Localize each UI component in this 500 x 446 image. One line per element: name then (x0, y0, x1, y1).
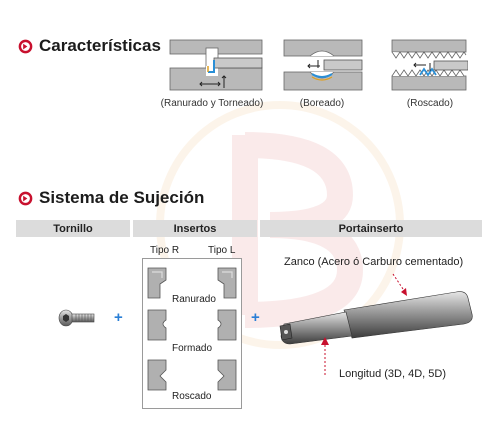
insert-row-grooving: Ranurado (172, 294, 216, 305)
insert-grooving-r (147, 267, 167, 299)
shank-arrow (392, 273, 407, 296)
plus-sign-2: + (251, 309, 260, 326)
length-label: Longitud (3D, 4D, 5D) (339, 368, 446, 380)
insert-row-threading: Roscado (172, 391, 212, 402)
characteristics-title: Características (18, 36, 161, 56)
threading-figure (391, 39, 468, 91)
type-r-label: Tipo R (150, 245, 180, 256)
insert-forming-l (217, 309, 237, 341)
clamping-title: Sistema de Sujeción (18, 188, 204, 208)
grooving-caption: (Ranurado y Torneado) (160, 98, 264, 109)
grooving-figure (169, 39, 263, 91)
threading-caption: (Roscado) (406, 98, 454, 109)
header-screw: Tornillo (16, 220, 130, 237)
plus-sign-1: + (114, 309, 123, 326)
insert-threading-l (217, 359, 237, 391)
insert-row-forming: Formado (172, 343, 213, 354)
insert-grooving-l (217, 267, 237, 299)
insert-forming-r (147, 309, 167, 341)
screw-image (58, 309, 95, 327)
header-holder: Portainserto (260, 220, 482, 237)
clamping-title-text: Sistema de Sujeción (39, 188, 205, 207)
length-arrow (321, 337, 329, 375)
tool-holder-image (279, 291, 473, 345)
arrow-circle-icon (18, 39, 33, 53)
characteristics-title-text: Características (39, 36, 161, 55)
shank-label: Zanco (Acero ó Carburo cementado) (284, 256, 464, 268)
insert-threading-r (147, 359, 167, 391)
boring-caption: (Boreado) (299, 98, 345, 109)
arrow-circle-icon (18, 191, 33, 205)
header-inserts: Insertos (133, 220, 257, 237)
type-l-label: Tipo L (208, 245, 236, 256)
boring-figure (283, 39, 363, 91)
